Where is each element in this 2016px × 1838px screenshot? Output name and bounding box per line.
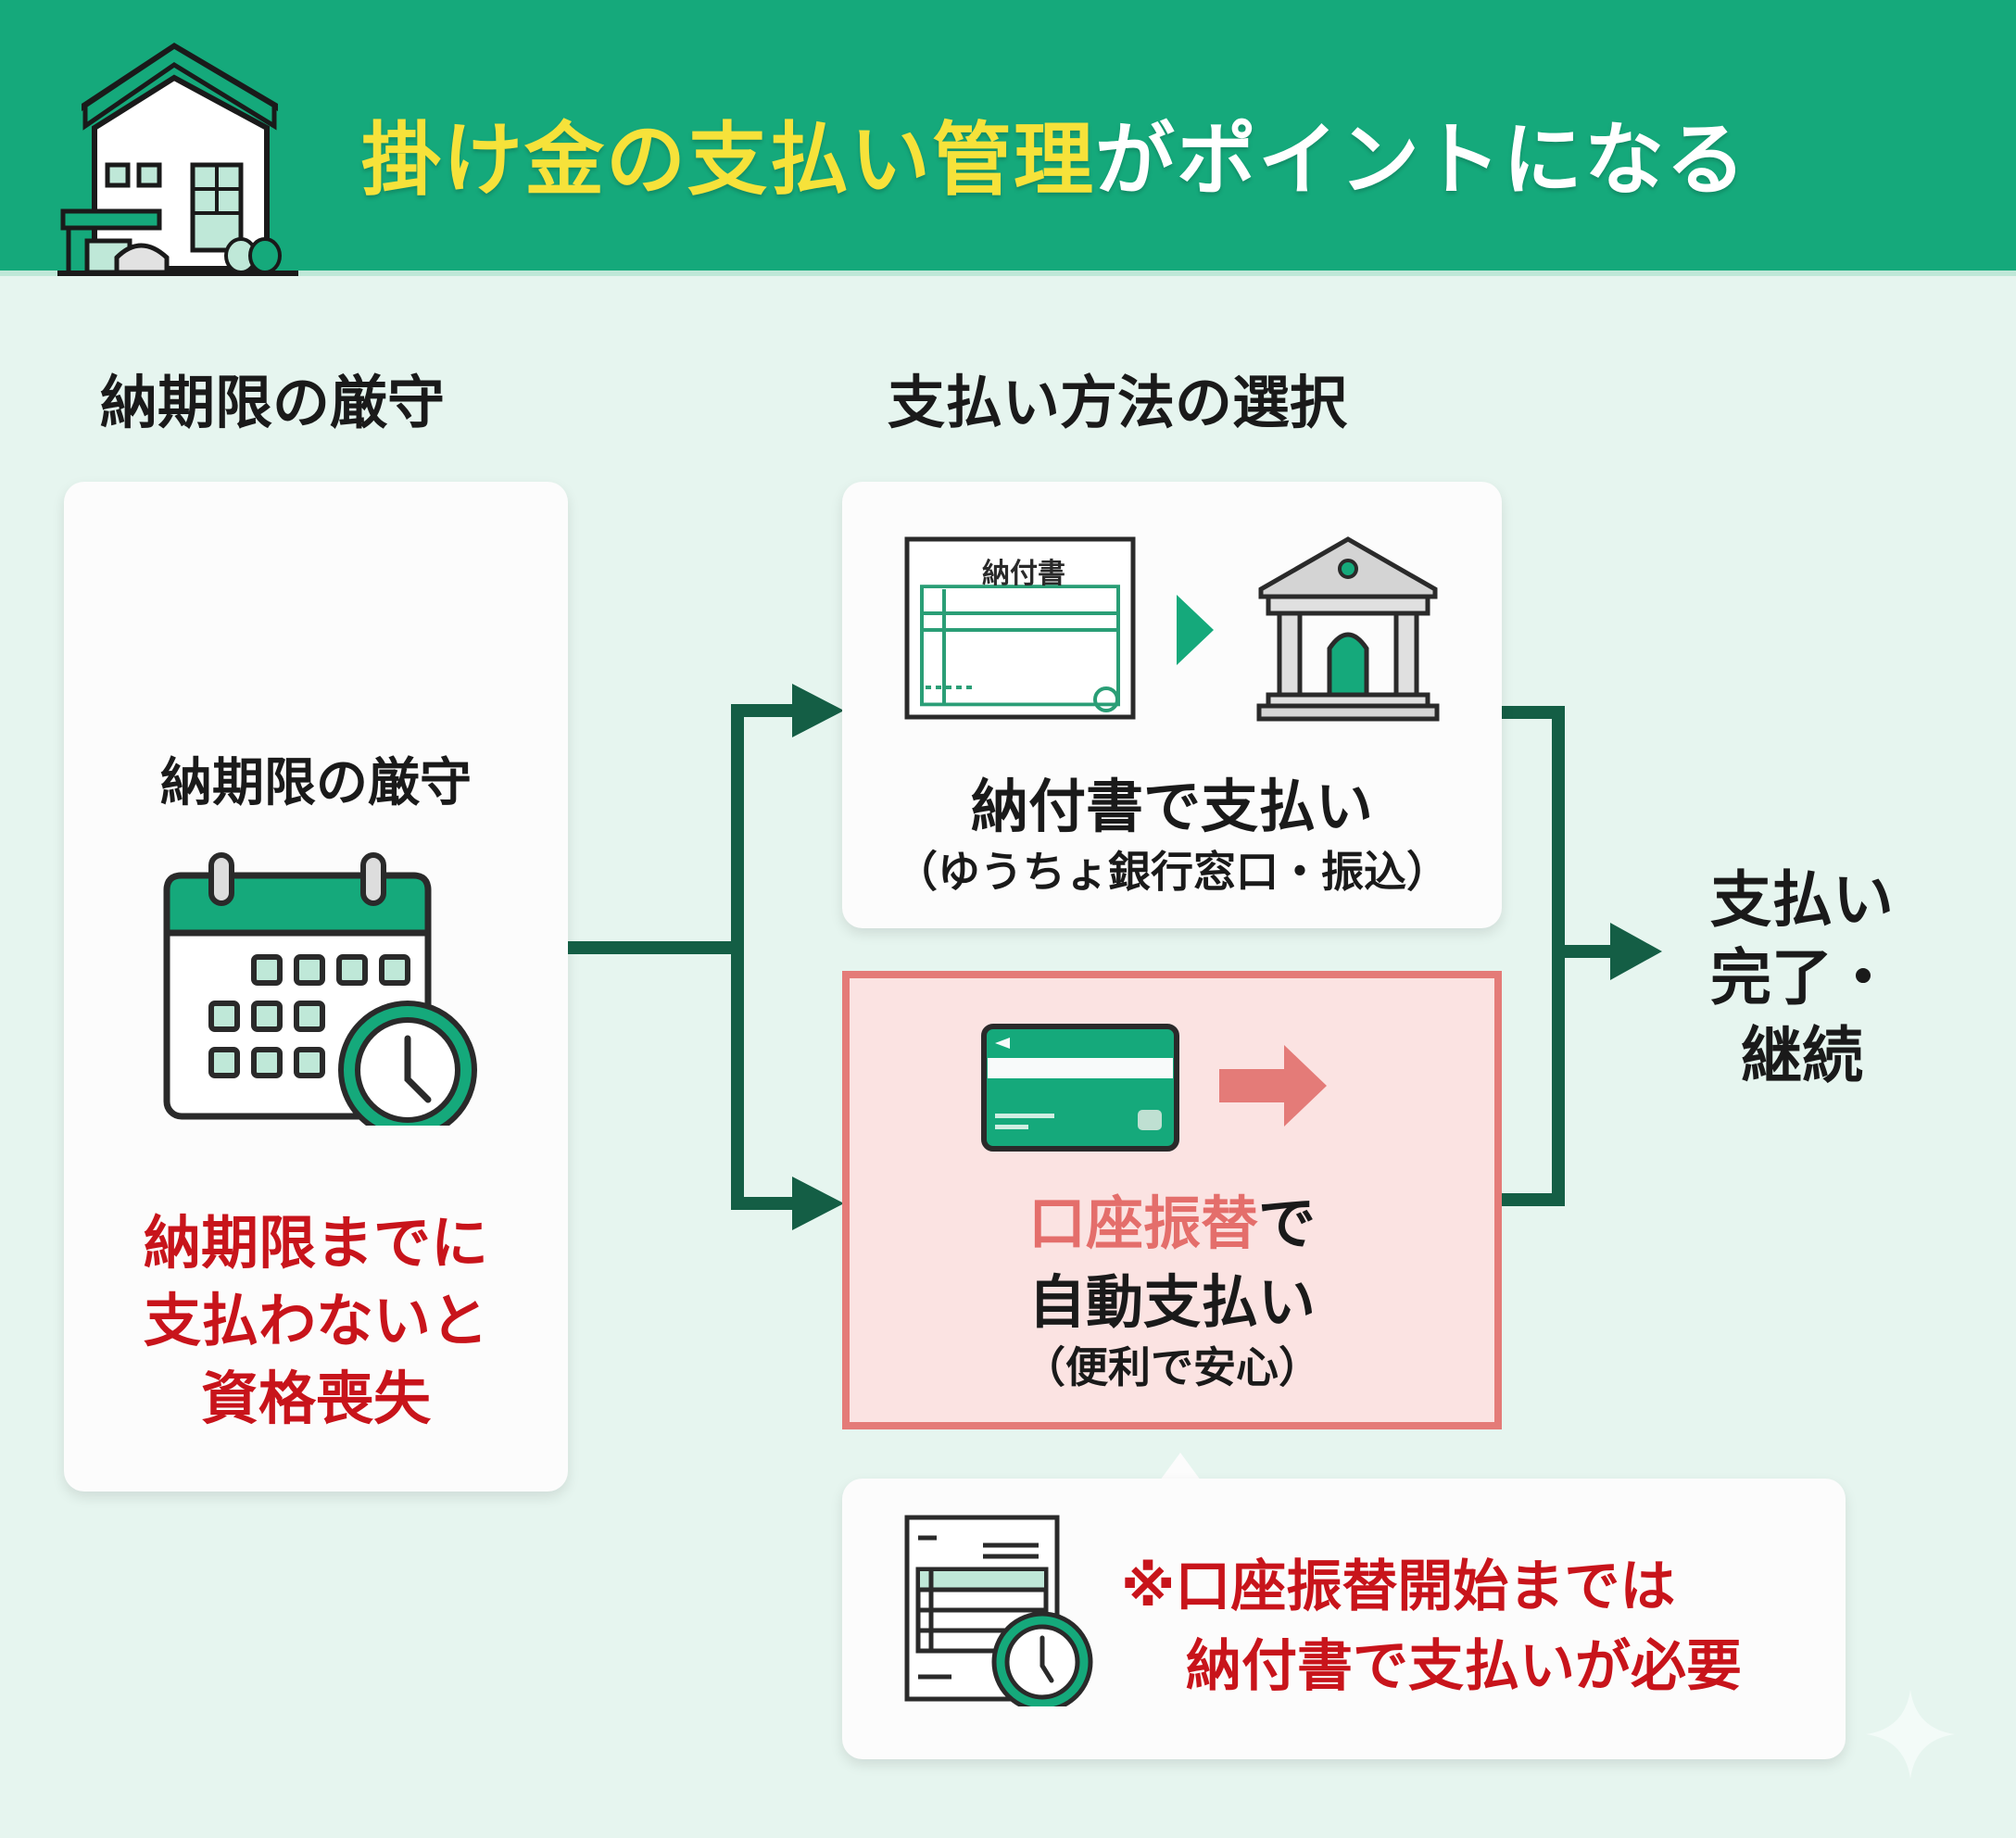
sparkle-icon: [1866, 1690, 1955, 1779]
arrow-head-icon: [792, 684, 844, 737]
result-line: 継続: [1741, 1020, 1863, 1091]
note-line: ※口座振替開始までは: [1121, 1555, 1676, 1619]
bank-card-icon: [981, 1024, 1179, 1152]
result-line: 完了・: [1710, 942, 1894, 1013]
deadline-warning-line: 資格喪失: [200, 1365, 431, 1432]
payment-slip-icon: [904, 536, 1136, 720]
auto-debit-highlight: 口座振替: [1027, 1190, 1258, 1257]
deadline-warning-line: 納期限までに: [143, 1209, 488, 1277]
section-heading-deadline: 納期限の厳守: [100, 369, 446, 436]
payment-slip-subtitle: （ゆうちょ銀行窓口・振込）: [895, 847, 1449, 897]
deadline-card-title: 納期限の厳守: [160, 753, 472, 813]
arrow-right-icon: [1177, 595, 1214, 665]
connector-merge-top: [1502, 706, 1565, 719]
payment-slip-title: 納付書で支払い: [970, 773, 1373, 840]
deadline-warning: 納期限までに 支払わないと 資格喪失: [64, 1204, 568, 1438]
section-heading-payment-method: 支払い方法の選択: [888, 369, 1348, 436]
header-banner: [0, 0, 2016, 274]
house-icon: [57, 43, 298, 276]
header-divider: [0, 271, 2016, 276]
document-clock-icon: [904, 1515, 1093, 1706]
connector-to-auto-debit: [731, 1197, 805, 1210]
result-label: 支払い 完了・ 継続: [1686, 862, 1918, 1095]
result-line: 支払い: [1710, 864, 1894, 936]
auto-debit-title-line2: 自動支払い: [1027, 1268, 1316, 1336]
connector-split-vertical: [731, 704, 744, 1210]
arrow-head-icon: [1610, 923, 1662, 980]
auto-debit-subtitle: （便利で安心）: [1023, 1342, 1321, 1392]
title-rest: がポイントになる: [1095, 114, 1747, 207]
note-line: 納付書で支払いが必要: [1186, 1634, 1742, 1699]
connector-to-slip: [731, 704, 805, 717]
slip-label: 納付書: [982, 558, 1065, 590]
title-highlight: 掛け金の支払い管理: [361, 114, 1095, 207]
arrow-right-icon: [1219, 1045, 1327, 1127]
auto-debit-title-rest: で: [1258, 1190, 1317, 1257]
connector-from-deadline: [568, 941, 744, 954]
arrow-head-icon: [792, 1177, 844, 1230]
bank-icon: [1256, 536, 1440, 722]
callout-pointer: [1160, 1453, 1201, 1480]
deadline-warning-line: 支払わないと: [143, 1287, 488, 1354]
connector-merge-bottom: [1502, 1193, 1565, 1206]
page-title: 掛け金の支払い管理がポイントになる: [361, 94, 1747, 210]
auto-debit-title: 口座振替で: [842, 1177, 1502, 1260]
calendar-clock-icon: [163, 852, 477, 1126]
note-text: ※口座振替開始までは 納付書で支払いが必要: [1121, 1547, 1742, 1706]
